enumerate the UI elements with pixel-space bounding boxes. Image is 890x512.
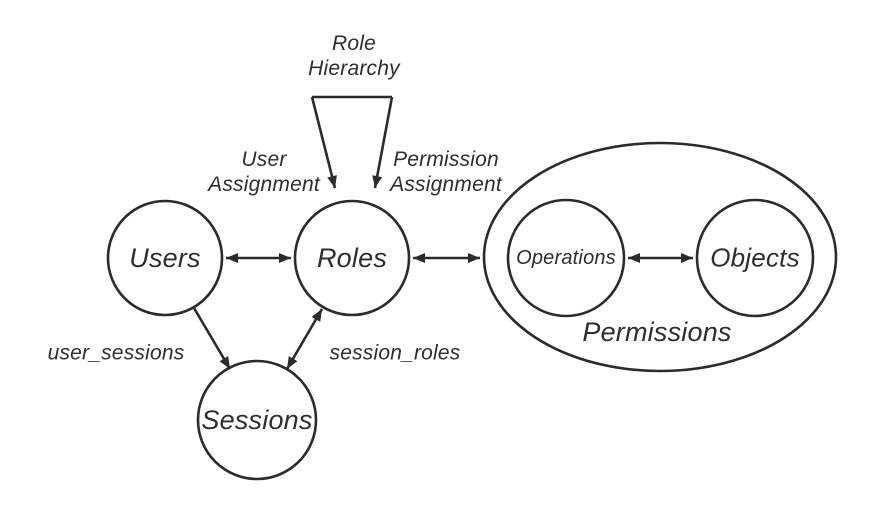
roles-circle — [293, 199, 411, 317]
objects-circle — [695, 198, 815, 318]
node-objects-label: Objects — [710, 242, 800, 273]
operations-circle — [506, 198, 626, 318]
sessions-circle — [196, 359, 318, 481]
node-operations-label: Operations — [516, 247, 616, 269]
permissions-group-label: Permissions — [582, 316, 732, 347]
permission-assignment-label: Permission Assignment — [390, 147, 502, 196]
arrow-role-hierarchy-right — [372, 96, 394, 189]
arrow-users-sessions — [192, 307, 232, 370]
node-roles-label: Roles — [316, 242, 388, 273]
user-sessions-label: user_sessions — [47, 341, 185, 365]
users-circle — [106, 199, 224, 317]
node-sessions-label: Sessions — [201, 404, 313, 435]
arrow-sessions-roles — [285, 308, 324, 370]
session-roles-label: session_roles — [329, 341, 461, 365]
arrow-role-hierarchy-left — [310, 96, 337, 189]
user-assignment-label: User Assignment — [208, 147, 320, 196]
node-users-label: Users — [129, 242, 201, 273]
role-hierarchy-label: Role Hierarchy — [308, 31, 400, 80]
